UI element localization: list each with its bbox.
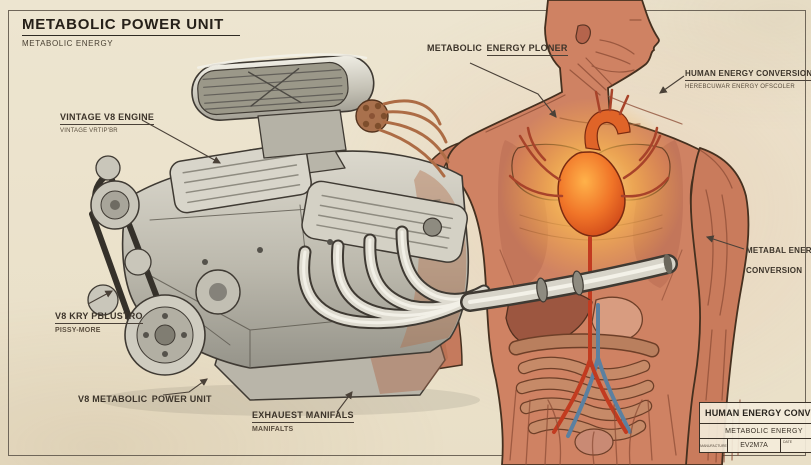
pulleys-illustration <box>87 155 241 376</box>
manufacturer-label: MANUFACTURE <box>700 439 728 452</box>
sheet-border-frame <box>8 10 806 456</box>
human-figure-illustration <box>409 0 750 465</box>
distributor-illustration <box>355 99 450 178</box>
callout-label: VINTAGE V8 ENGINE <box>60 112 155 126</box>
callout-sublabel: PISSY-MORE <box>55 326 101 334</box>
callout-metabolic-energy-ploner: METABOLIC ENERGY PLONER <box>427 37 568 57</box>
leader-lines <box>87 62 745 413</box>
page-title: METABOLIC POWER UNIT <box>22 16 241 36</box>
intestines-illustration <box>508 333 660 442</box>
title-block-title: HUMAN ENERGY CONVERSION <box>700 403 811 424</box>
callout-sublabel: MANIFALTS <box>252 425 294 433</box>
heart-illustration <box>508 88 670 304</box>
callout-label: POWER UNIT <box>151 394 212 404</box>
callout-label: V8 KRY PBLUSTRO <box>55 311 143 325</box>
callout-metabal-energy-conversion: METABAL ENERGY CONVERSION <box>746 239 811 279</box>
manufacturer-value: EV2M7A <box>728 439 781 452</box>
callout-sublabel: HEREBCUWAR ENERGY OFSCOLER <box>685 83 795 90</box>
date-cell: DATE / <box>781 439 811 452</box>
drawing-title: METABOLIC POWER UNIT METABOLIC ENERGY <box>22 16 241 48</box>
callout-label: ENERGY PLONER <box>486 43 568 57</box>
exhaust-headers-illustration <box>297 225 678 330</box>
ear-illustration <box>575 24 591 45</box>
callout-exhaust-manifolds: EXHAUEST MANIFALS MANIFALTS <box>252 404 354 434</box>
callout-label: V8 METABOLIC <box>78 394 148 404</box>
callout-label: METABAL ENERGY <box>746 246 811 255</box>
callout-sublabel: VINTAGE VRTIP'BR <box>60 127 118 134</box>
callout-v8-kry-pblustro: V8 KRY PBLUSTRO PISSY-MORE <box>55 305 143 335</box>
callout-label: EXHAUEST MANIFALS <box>252 410 354 424</box>
title-block: HUMAN ENERGY CONVERSION METABOLIC ENERGY… <box>699 402 811 453</box>
callout-label: HUMAN ENERGY CONVERSION <box>685 69 811 81</box>
title-block-subtitle: METABOLIC ENERGY <box>700 424 811 439</box>
callout-v8-metabolic-power-unit: V8 METABOLIC POWER UNIT <box>78 388 212 408</box>
callout-human-energy-conversion: HUMAN ENERGY CONVERSION HEREBCUWAR ENERG… <box>685 62 811 91</box>
callout-label: METABOLIC <box>427 43 483 53</box>
air-scoop-illustration <box>191 53 375 121</box>
engine-illustration <box>87 53 678 416</box>
callout-vintage-v8-engine: VINTAGE V8 ENGINE VINTAGE VRTIP'BR <box>60 106 155 135</box>
title-block-meta-row: MANUFACTURE EV2M7A DATE / <box>700 439 811 452</box>
page-subtitle: METABOLIC ENERGY <box>22 39 114 48</box>
date-label: DATE <box>783 440 793 444</box>
callout-label: CONVERSION <box>746 266 803 275</box>
